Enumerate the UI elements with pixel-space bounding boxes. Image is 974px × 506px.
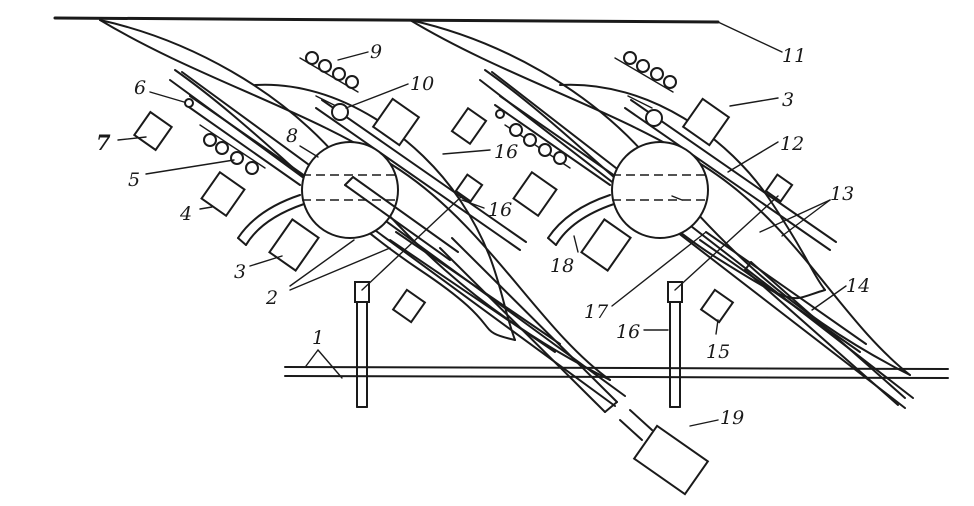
label-4: 4	[179, 203, 192, 225]
box-lower-left	[391, 288, 427, 324]
box-upper-left	[371, 97, 421, 147]
bottom-rail	[284, 366, 949, 379]
label-11: 11	[782, 45, 806, 67]
label-9: 9	[370, 41, 382, 63]
label-19: 19	[720, 407, 744, 429]
unit-19	[632, 424, 710, 496]
label-3a: 3	[234, 261, 246, 283]
label-5: 5	[128, 169, 140, 191]
label-8: 8	[286, 125, 298, 147]
box-3-right	[681, 97, 731, 147]
left-drum	[301, 141, 399, 239]
label-1: 1	[312, 327, 324, 349]
label-2: 2	[265, 287, 278, 309]
label-13: 13	[830, 183, 854, 205]
box-3-left	[268, 218, 320, 272]
label-12: 12	[780, 133, 804, 155]
label-17: 17	[584, 301, 609, 323]
label-14: 14	[846, 275, 870, 297]
label-16a: 16	[494, 141, 518, 163]
left-unit	[99, 19, 710, 496]
box-16-left	[454, 173, 484, 203]
label-7: 7	[96, 130, 111, 155]
right-drum	[611, 141, 709, 239]
label-18: 18	[550, 255, 574, 277]
labels: 1 2 3 3 4 5 6 7 8 9 10 11 12 13 14 15 16…	[96, 41, 870, 429]
label-6: 6	[134, 77, 146, 99]
right-unit	[409, 19, 914, 409]
label-16b: 16	[488, 199, 512, 221]
label-3b: 3	[782, 89, 794, 111]
box-mid-left	[450, 106, 488, 146]
label-10: 10	[410, 73, 434, 95]
label-15: 15	[706, 341, 730, 363]
top-rail	[53, 16, 720, 24]
leader-lines	[117, 21, 847, 427]
box-4	[200, 170, 246, 218]
box-7	[132, 110, 174, 152]
label-16c: 16	[616, 321, 640, 343]
